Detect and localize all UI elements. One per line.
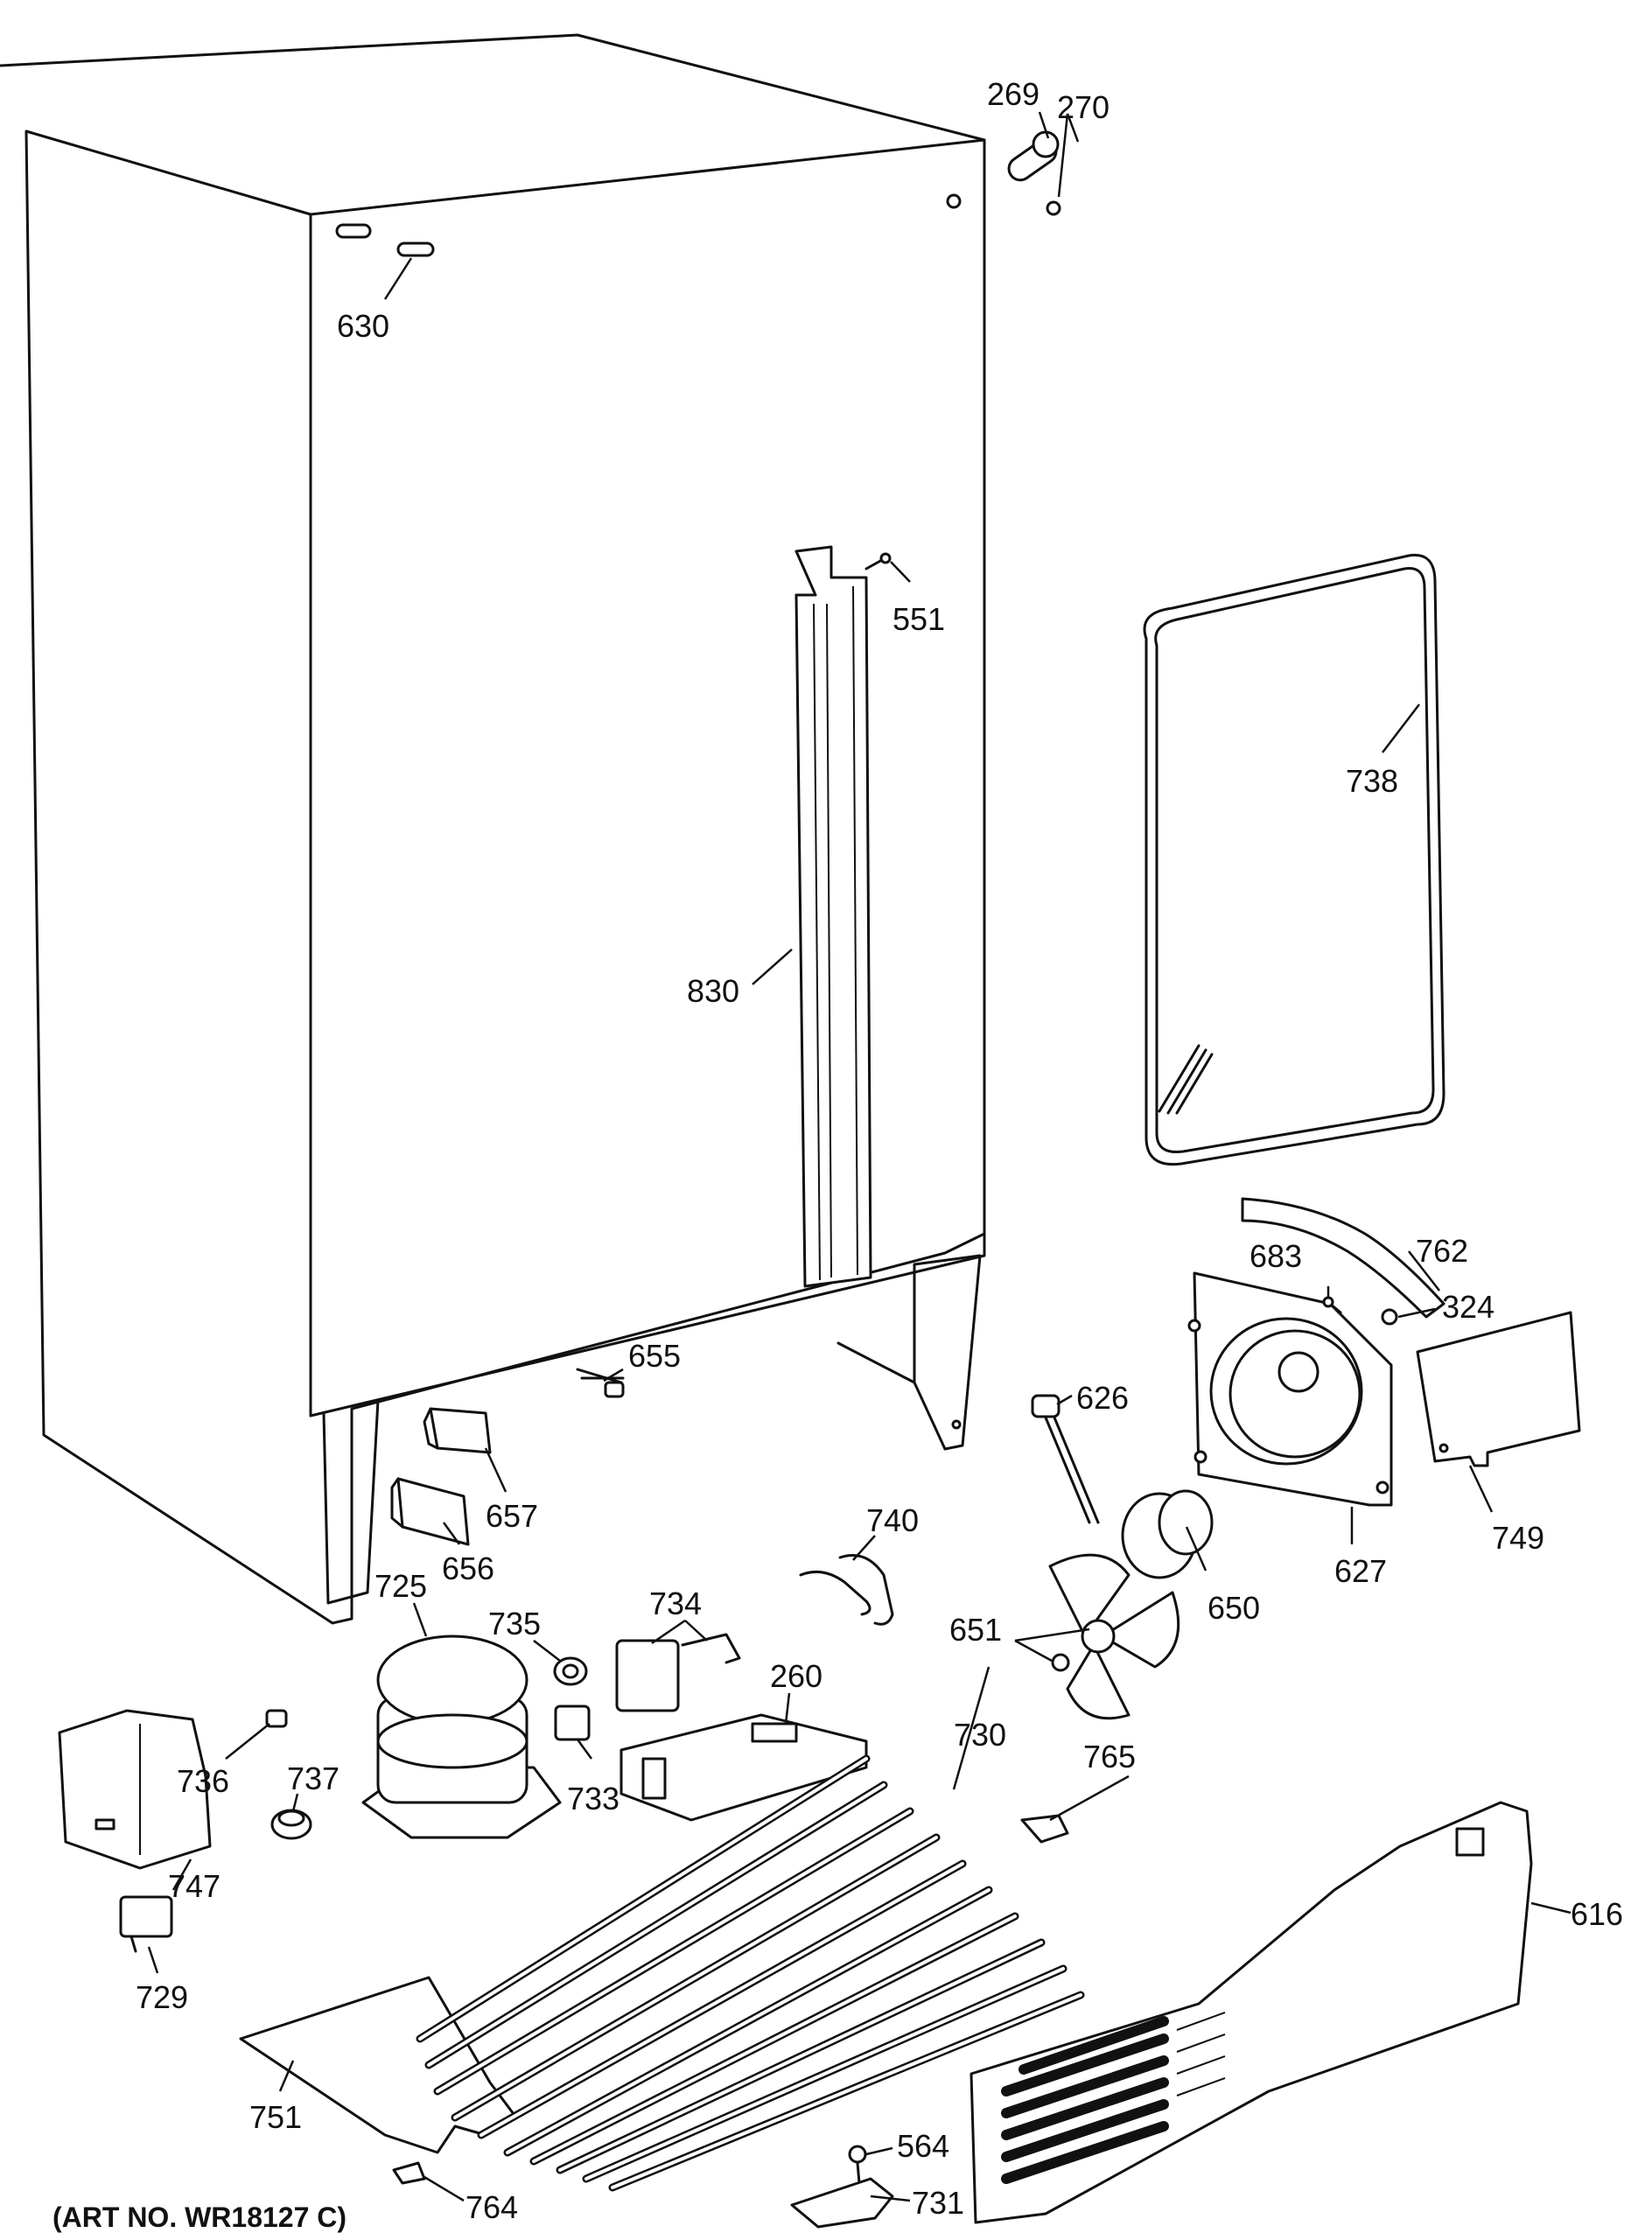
clip-765 [1020, 1814, 1069, 1844]
label-616: 616 [1571, 1896, 1623, 1932]
label-737: 737 [287, 1760, 340, 1796]
label-564: 564 [897, 2128, 949, 2164]
label-324: 324 [1442, 1289, 1494, 1325]
label-270: 270 [1057, 89, 1110, 125]
label-765: 765 [1083, 1739, 1136, 1774]
part-737 [270, 1809, 312, 1840]
label-657: 657 [486, 1498, 538, 1534]
label-260: 260 [770, 1658, 822, 1694]
leader-lines [147, 111, 1572, 2202]
fan-blade [1048, 1553, 1180, 1720]
part-269 [1007, 130, 1061, 216]
part-733 [554, 1704, 591, 1741]
label-740: 740 [866, 1502, 919, 1538]
label-735: 735 [488, 1606, 541, 1642]
condenser-coil [416, 1754, 1085, 2192]
label-656: 656 [442, 1550, 494, 1586]
label-734: 734 [649, 1586, 702, 1621]
part-labels: 269 270 630 551 738 830 762 683 324 655 … [136, 76, 1623, 2225]
label-683: 683 [1250, 1238, 1302, 1274]
label-730: 730 [954, 1717, 1006, 1753]
part-735 [553, 1656, 588, 1686]
part-762 [1241, 1197, 1446, 1319]
label-650: 650 [1208, 1590, 1260, 1626]
drain-pan [620, 1713, 868, 1822]
label-830: 830 [687, 973, 739, 1009]
label-738: 738 [1346, 763, 1398, 799]
door-gasket [1143, 553, 1446, 1166]
label-731: 731 [912, 2185, 964, 2221]
bracket-656 [390, 1477, 470, 1546]
label-269: 269 [987, 76, 1040, 112]
label-725: 725 [374, 1568, 427, 1604]
bracket-657 [423, 1407, 492, 1454]
clip-764 [392, 2161, 426, 2185]
cover-747 [58, 1709, 212, 1870]
label-751: 751 [249, 2099, 302, 2135]
label-736: 736 [177, 1763, 229, 1799]
part-655 [576, 1368, 625, 1398]
refrigerator-cabinet [0, 33, 986, 1625]
label-626: 626 [1076, 1380, 1129, 1416]
screw-324 [1381, 1308, 1398, 1326]
label-627: 627 [1334, 1553, 1387, 1589]
label-749: 749 [1492, 1520, 1544, 1556]
rear-grille [970, 1801, 1533, 2224]
label-747: 747 [168, 1868, 220, 1904]
label-733: 733 [567, 1781, 620, 1816]
compressor [361, 1634, 562, 1839]
spring-clips [799, 1554, 894, 1626]
bracket-731 [790, 2177, 894, 2229]
screw-683 [1322, 1296, 1342, 1314]
fan-shroud [1187, 1271, 1393, 1507]
label-651: 651 [949, 1612, 1002, 1648]
label-655: 655 [628, 1338, 681, 1374]
fan-motor [1121, 1489, 1214, 1579]
part-729 [119, 1895, 173, 1953]
power-cord [1031, 1394, 1100, 1524]
label-630: 630 [337, 308, 389, 344]
label-762: 762 [1416, 1233, 1468, 1269]
cover-749 [1416, 1311, 1581, 1467]
label-729: 729 [136, 1979, 188, 2015]
label-551: 551 [892, 601, 945, 637]
divider-channel [794, 545, 872, 1288]
screw-551 [864, 552, 892, 570]
part-736 [265, 1709, 288, 1728]
screw-564 [848, 2145, 867, 2185]
art-number: (ART NO. WR18127 C) [52, 2202, 346, 2233]
label-764: 764 [466, 2189, 518, 2225]
relay [615, 1633, 741, 1712]
